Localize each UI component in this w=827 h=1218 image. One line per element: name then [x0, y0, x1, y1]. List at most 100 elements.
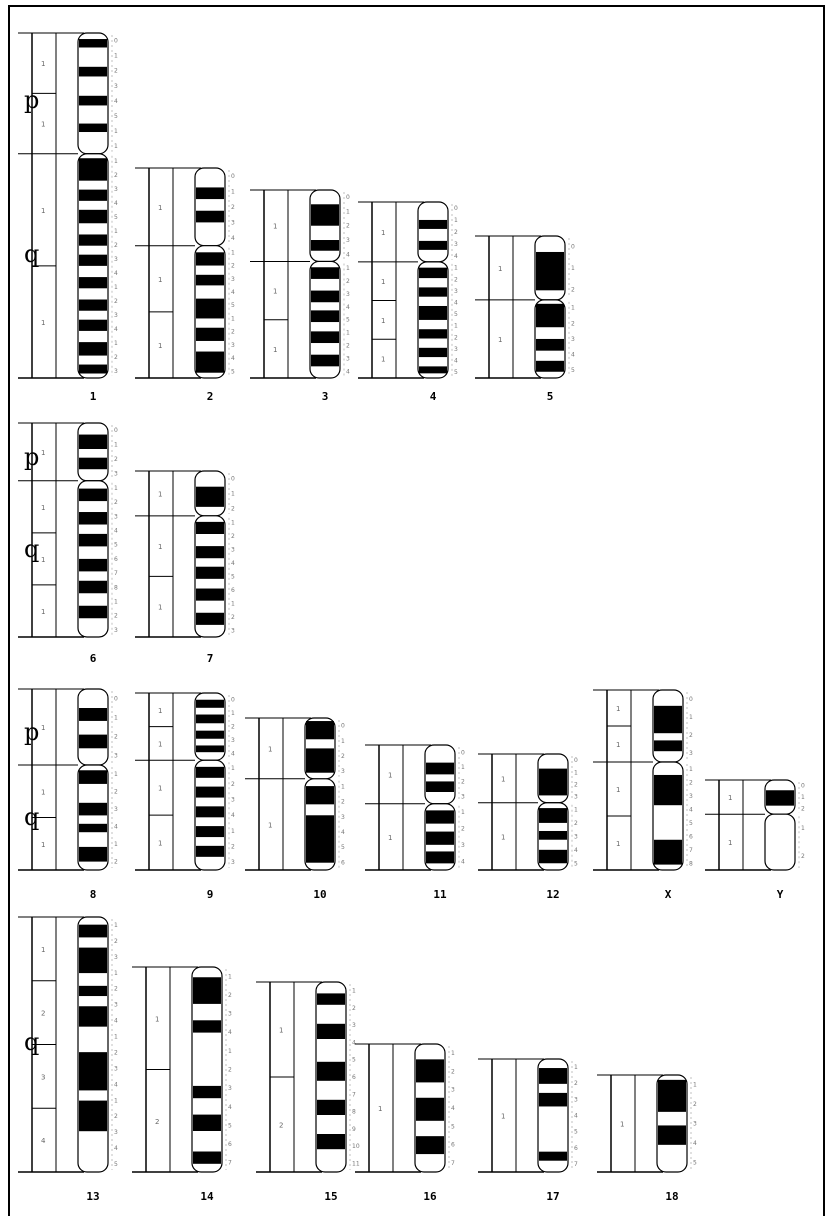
p-band-number: 0 [801, 783, 805, 790]
q-band-number: 1 [114, 771, 118, 778]
p-region-label: 1 [381, 229, 385, 237]
q-band-number: 1 [352, 988, 356, 995]
q-band-number: 3 [114, 806, 118, 813]
p-region-label: 1 [41, 449, 45, 457]
q-band-dark [311, 310, 339, 322]
q-band-number: 4 [114, 1145, 118, 1152]
q-band-number: 6 [114, 556, 118, 563]
q-band-number: 9 [352, 1126, 356, 1133]
q-band-dark [196, 767, 224, 778]
q-band-number: 3 [571, 336, 575, 343]
q-band-dark [416, 1059, 444, 1082]
q-band-number: 3 [114, 368, 118, 375]
q-region-label: 1 [158, 543, 162, 551]
q-band-number: 2 [114, 1113, 118, 1120]
q-band-number: 4 [228, 1104, 232, 1111]
q-band-number: 1 [454, 323, 458, 330]
p-band-number: 2 [114, 734, 118, 741]
chromosome-label: 18 [665, 1190, 678, 1203]
q-band-number: 3 [231, 859, 235, 866]
p-arm [78, 689, 108, 765]
q-band-dark [79, 986, 107, 996]
p-band-number: 0 [571, 244, 575, 251]
p-band-number: 0 [114, 427, 118, 434]
q-band-dark [196, 546, 224, 558]
q-band-dark [79, 847, 107, 862]
chromosome-12: 1101231234512 [478, 754, 578, 901]
q-band-number: 3 [574, 833, 578, 840]
p-arm [78, 423, 108, 481]
p-band-number: 3 [689, 750, 693, 757]
q-band-dark [317, 1134, 345, 1149]
q-band-number: 3 [231, 276, 235, 283]
p-band-number: 2 [231, 724, 235, 731]
p-band-number: 3 [231, 219, 235, 226]
q-region-label: 1 [41, 504, 45, 512]
chromosome-3: 111012341234512343 [250, 190, 350, 403]
q-band-number: 1 [461, 809, 465, 816]
q-band-number: 2 [114, 613, 118, 620]
q-band-number: 1 [571, 305, 575, 312]
p-band-number: 1 [574, 769, 578, 776]
q-band-dark [317, 1024, 345, 1039]
q-band-number: 1 [114, 1034, 118, 1041]
q-band-number: 6 [574, 1145, 578, 1152]
q-band-number: 3 [231, 342, 235, 349]
p-band-dark [79, 67, 107, 77]
q-region-label: 1 [498, 336, 502, 344]
p-band-dark [196, 715, 224, 724]
q-band-number: 3 [114, 312, 118, 319]
q-region-label: 1 [381, 278, 385, 286]
q-region-label: 1 [155, 1015, 159, 1023]
q-band-dark [79, 803, 107, 816]
q-band-dark [193, 1152, 221, 1164]
q-band-dark [79, 158, 107, 180]
p-region-label: 1 [498, 265, 502, 273]
q-band-dark [539, 1152, 567, 1161]
q-region-label: 4 [41, 1137, 46, 1145]
p-band-number: 2 [801, 806, 805, 813]
q-band-dark [79, 190, 107, 201]
q-band-number: 3 [114, 513, 118, 520]
p-band-number: 5 [114, 113, 118, 120]
q-region-label: 1 [41, 319, 45, 327]
p-region-label: 1 [388, 771, 392, 779]
q-band-dark [654, 840, 682, 865]
p-band-dark [79, 458, 107, 470]
q-region-label: 1 [41, 946, 45, 954]
q-band-number: 4 [114, 823, 118, 830]
p-band-number: 4 [231, 751, 235, 758]
p-band-dark [196, 487, 224, 507]
p-band-number: 1 [114, 53, 118, 60]
q-band-dark [79, 210, 107, 223]
p-band-number: 0 [346, 194, 350, 201]
q-band-number: 1 [689, 766, 693, 773]
p-band-dark [306, 748, 334, 772]
q-band-number: 5 [114, 214, 118, 221]
q-band-number: 4 [114, 527, 118, 534]
chromosome-label: 8 [90, 888, 97, 901]
q-band-number: 2 [454, 334, 458, 341]
q-band-number: 3 [228, 1085, 232, 1092]
p-band-dark [79, 708, 107, 721]
q-band-number: 2 [228, 1067, 232, 1074]
q-region-label: 1 [728, 839, 732, 847]
q-band-dark [196, 806, 224, 817]
q-band-number: 4 [693, 1140, 697, 1147]
q-band-number: 3 [114, 627, 118, 634]
chromosome-15: 12123456789101115 [256, 982, 360, 1203]
q-band-number: 2 [114, 986, 118, 993]
q-region-label: 1 [41, 556, 45, 564]
p-band-number: 1 [454, 217, 458, 224]
q-region-label: 1 [158, 785, 162, 793]
q-band-number: 2 [574, 820, 578, 827]
q-band-dark [196, 252, 224, 265]
q-band-number: 1 [114, 1097, 118, 1104]
chromosome-label: 14 [200, 1190, 214, 1203]
q-band-number: 6 [341, 859, 345, 866]
p-region-label: 1 [158, 707, 162, 715]
q-region-label: 1 [501, 833, 505, 841]
q-band-number: 2 [231, 533, 235, 540]
